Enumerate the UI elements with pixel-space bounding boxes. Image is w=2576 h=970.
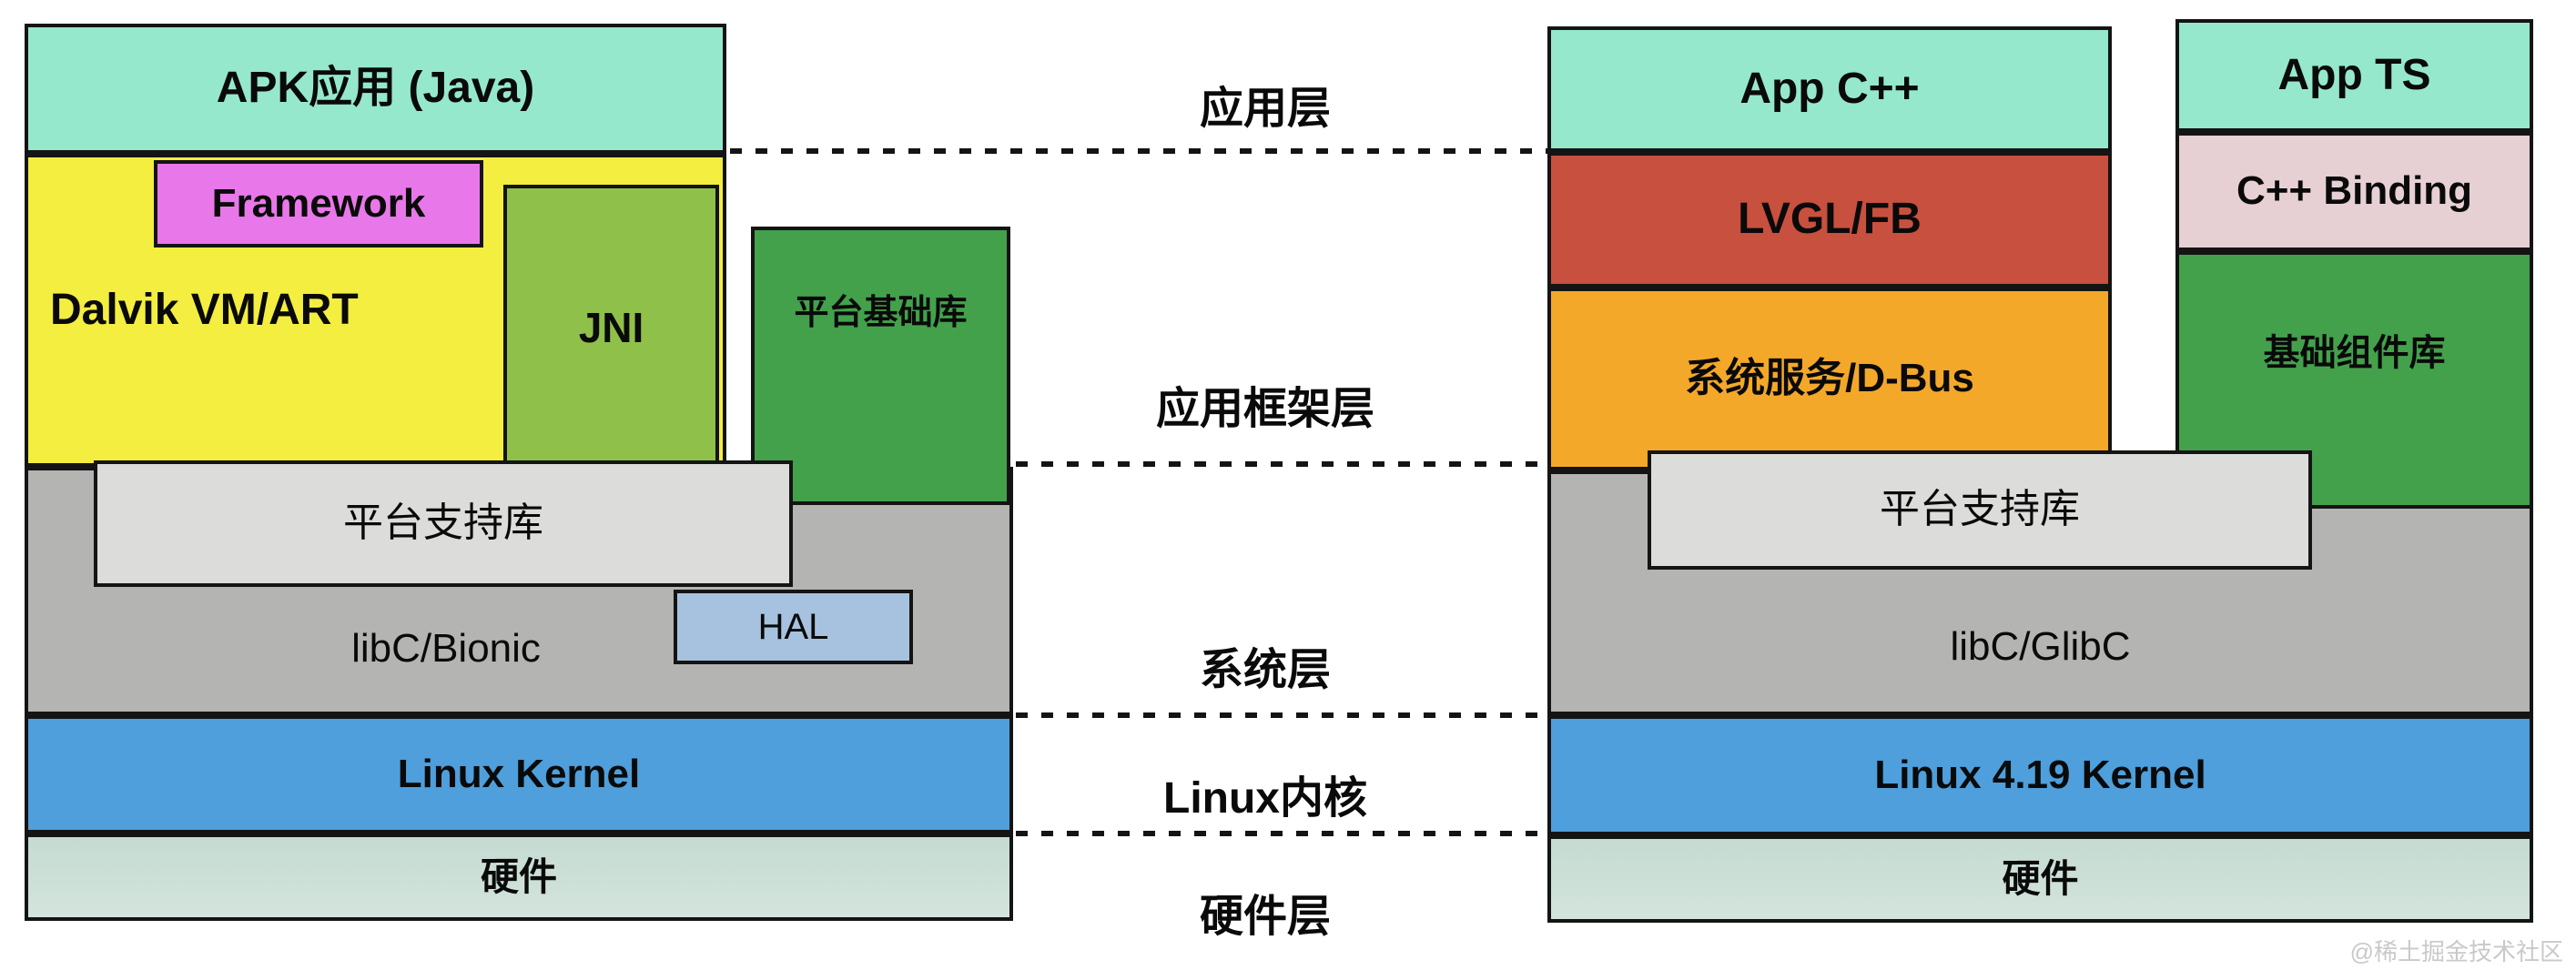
platform-support-lib-left-label: 平台支持库	[343, 500, 543, 546]
cpp-binding-label: C++ Binding	[2236, 168, 2473, 214]
linux-kernel-right-box: Linux 4.19 Kernel	[1547, 715, 2533, 835]
linux-kernel-left-box: Linux Kernel	[25, 715, 1013, 834]
linux-kernel-right-label: Linux 4.19 Kernel	[1874, 752, 2206, 797]
hardware-left-box: 硬件	[25, 834, 1013, 921]
platform-support-lib-right-label: 平台支持库	[1880, 487, 2080, 532]
layer-label-app-framework: 应用框架层	[1155, 384, 1374, 433]
lvgl-fb-label: LVGL/FB	[1738, 195, 1922, 244]
hardware-left-label: 硬件	[480, 854, 557, 898]
app-cpp-box: App C++	[1547, 26, 2112, 152]
framework-box: Framework	[154, 160, 483, 248]
app-ts-label: App TS	[2277, 50, 2431, 99]
platform-base-lib-box: 平台基础库	[751, 227, 1010, 505]
layer-label-application: 应用层	[1199, 84, 1331, 133]
platform-base-lib-label: 平台基础库	[794, 294, 968, 332]
app-ts-box: App TS	[2175, 19, 2533, 132]
system-service-dbus-box: 系统服务/D-Bus	[1547, 288, 2112, 470]
layer-label-linux-kernel: Linux内核	[1163, 773, 1367, 823]
hal-label: HAL	[757, 607, 829, 647]
system-service-dbus-label: 系统服务/D-Bus	[1685, 356, 1974, 401]
base-component-lib-label: 基础组件库	[2263, 333, 2446, 373]
dalvik-vm-label: Dalvik VM/ART	[50, 285, 359, 334]
layer-label-hardware: 硬件层	[1199, 892, 1331, 941]
layer-divider-kernel	[1016, 831, 1549, 836]
libc-bionic-label: libC/Bionic	[351, 625, 541, 671]
hardware-right-label: 硬件	[2002, 856, 2079, 900]
lvgl-fb-box: LVGL/FB	[1547, 152, 2112, 288]
cpp-binding-box: C++ Binding	[2175, 132, 2533, 251]
jni-box: JNI	[503, 185, 719, 470]
layer-divider-system	[1016, 712, 1549, 718]
framework-label: Framework	[211, 180, 426, 226]
apk-app-label: APK应用 (Java)	[216, 64, 535, 113]
linux-kernel-left-label: Linux Kernel	[397, 751, 641, 796]
platform-support-lib-left-box: 平台支持库	[94, 460, 793, 587]
hal-box: HAL	[674, 590, 913, 664]
jni-label: JNI	[578, 303, 644, 351]
watermark: @稀土掘金技术社区	[2349, 937, 2563, 965]
hardware-right-box: 硬件	[1547, 835, 2533, 923]
layer-label-system: 系统层	[1199, 645, 1331, 694]
app-cpp-label: App C++	[1739, 64, 1920, 113]
layer-divider-framework	[1016, 461, 1549, 467]
apk-app-box: APK应用 (Java)	[25, 24, 726, 154]
libc-glibc-label: libC/GlibC	[1950, 623, 2131, 669]
layer-divider-application	[730, 148, 1549, 154]
platform-support-lib-right-box: 平台支持库	[1648, 450, 2312, 570]
